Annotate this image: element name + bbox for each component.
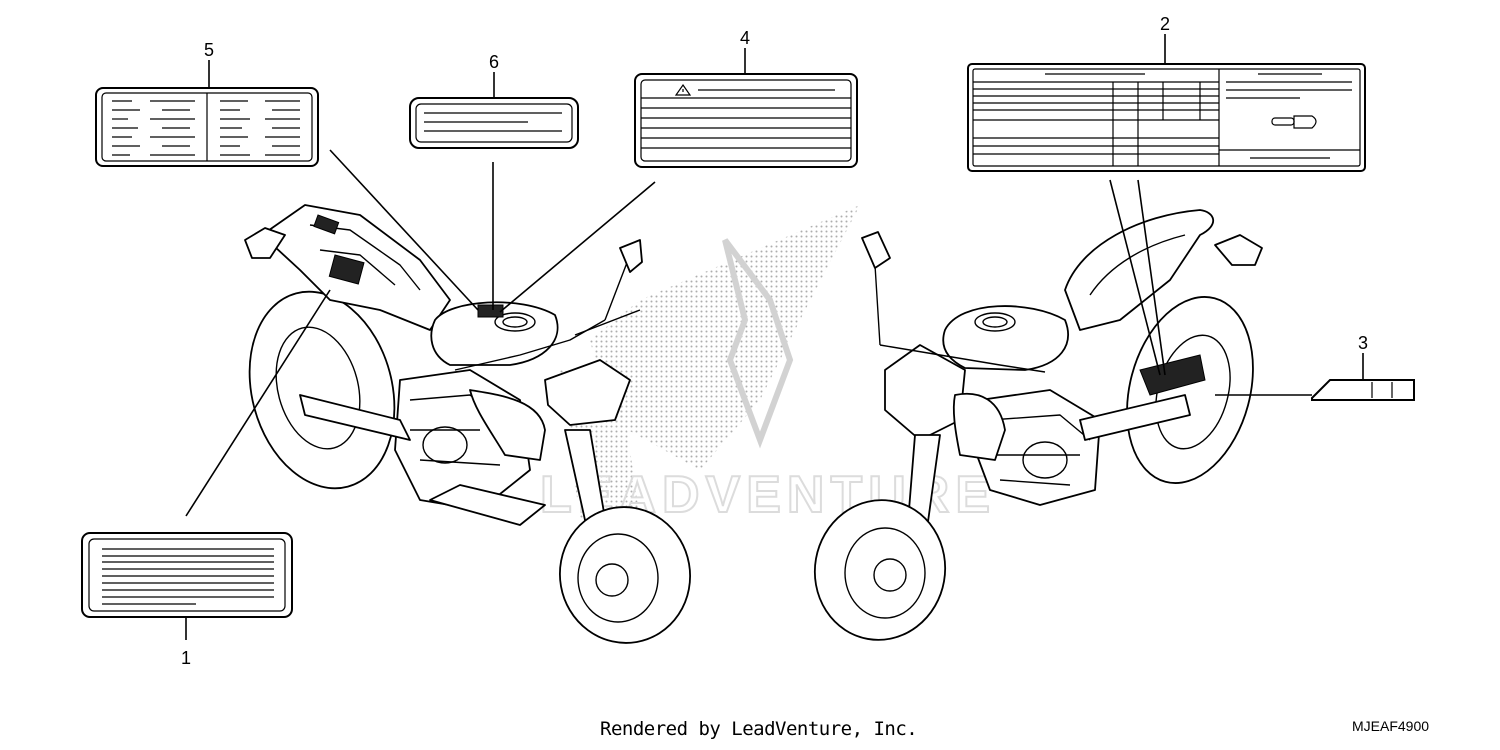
right-motorcycle-illustration bbox=[813, 209, 1263, 641]
leader-line-5-bike bbox=[329, 149, 479, 311]
label-3-shape bbox=[1311, 379, 1415, 401]
label-6-shape bbox=[409, 97, 579, 149]
leader-line-1-bike bbox=[185, 289, 331, 517]
left-motorcycle-illustration bbox=[244, 204, 691, 644]
footer-credit: Rendered by LeadVenture, Inc. bbox=[600, 718, 918, 740]
leader-line-2-bike-b bbox=[1137, 179, 1166, 376]
label-5-shape bbox=[95, 87, 319, 167]
label-1-shape bbox=[81, 532, 293, 618]
callout-number-3: 3 bbox=[1358, 333, 1368, 353]
leader-line-4-bike bbox=[499, 181, 656, 313]
callout-number-6: 6 bbox=[489, 52, 499, 72]
callout-number-2: 2 bbox=[1160, 14, 1170, 34]
callout-number-4: 4 bbox=[740, 28, 750, 48]
label-4-shape bbox=[634, 73, 858, 168]
diagram-code: MJEAF4900 bbox=[1352, 718, 1430, 734]
label-2-shape bbox=[967, 63, 1366, 172]
leader-line-2-bike bbox=[1109, 179, 1161, 376]
callout-number-1: 1 bbox=[181, 648, 191, 668]
callout-number-5: 5 bbox=[204, 40, 214, 60]
